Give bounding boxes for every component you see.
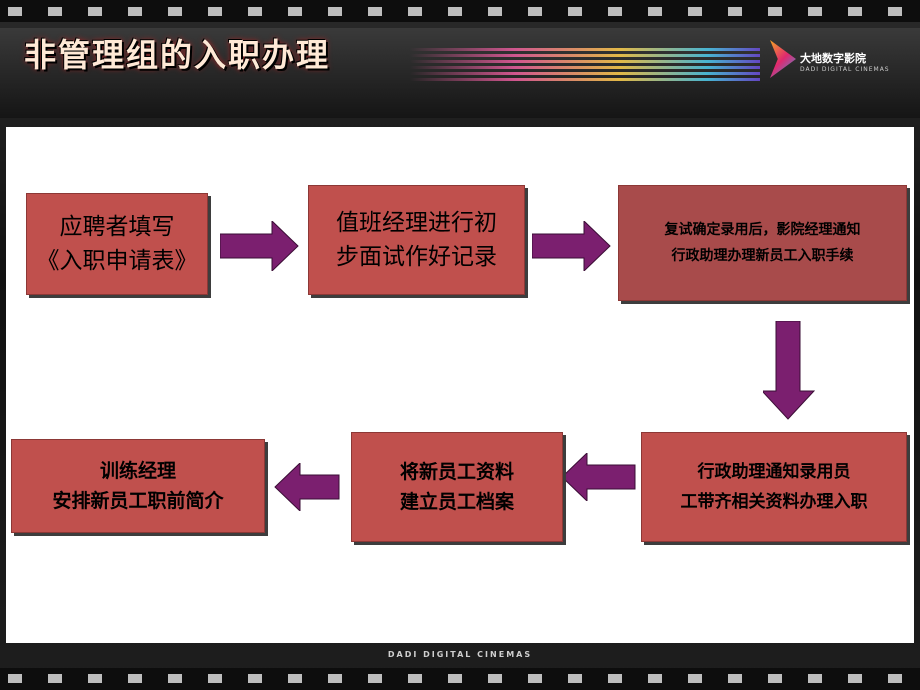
step6-line2: 安排新员工职前简介 <box>52 490 224 512</box>
step4-line2: 工带齐相关资料办理入职 <box>680 492 868 512</box>
footer-brand: DADI DIGITAL CINEMAS <box>387 650 533 659</box>
film-strip-bottom <box>0 668 920 690</box>
step5-line2: 建立员工档案 <box>399 491 514 513</box>
film-holes <box>8 7 913 16</box>
step6-line1: 训练经理 <box>99 460 176 482</box>
step2-line1: 值班经理进行初 <box>336 210 497 236</box>
cinema-logo: 大地数字影院 DADI DIGITAL CINEMAS <box>770 38 890 88</box>
logo-name-en: DADI DIGITAL CINEMAS <box>800 66 890 73</box>
arrow-right-icon <box>532 221 611 271</box>
logo-mark-icon <box>770 40 796 78</box>
step-final-interview: 复试确定录用后，影院经理通知 行政助理办理新员工入职手续 <box>618 185 907 301</box>
content-area: 应聘者填写 《入职申请表》 值班经理进行初 步面试作好记录 复试确定录用后，影院… <box>6 127 914 643</box>
film-strip-top <box>0 0 920 22</box>
step4-line1: 行政助理通知录用员 <box>697 462 851 482</box>
step2-line2: 步面试作好记录 <box>336 244 497 270</box>
arrow-left-icon <box>561 453 636 501</box>
step1-line1: 应聘者填写 <box>59 214 175 240</box>
step3-line1: 复试确定录用后，影院经理通知 <box>664 222 861 238</box>
arrow-left-icon <box>274 463 340 511</box>
logo-name-cn: 大地数字影院 <box>800 52 866 65</box>
arrow-down-icon <box>763 321 815 420</box>
arrow-right-icon <box>220 221 299 271</box>
step-initial-interview: 值班经理进行初 步面试作好记录 <box>308 185 525 295</box>
step-orientation: 训练经理 安排新员工职前简介 <box>11 439 265 533</box>
step-fill-application: 应聘者填写 《入职申请表》 <box>26 193 208 295</box>
step-notify-hire: 行政助理通知录用员 工带齐相关资料办理入职 <box>641 432 907 542</box>
step-create-file: 将新员工资料 建立员工档案 <box>351 432 563 542</box>
step5-line1: 将新员工资料 <box>399 461 514 483</box>
slide-title: 非管理组的入职办理 <box>24 36 331 74</box>
film-holes <box>8 674 913 683</box>
decorative-stripes <box>410 48 760 84</box>
step1-line2: 《入职申请表》 <box>36 248 198 274</box>
step3-line2: 行政助理办理新员工入职手续 <box>671 248 854 264</box>
